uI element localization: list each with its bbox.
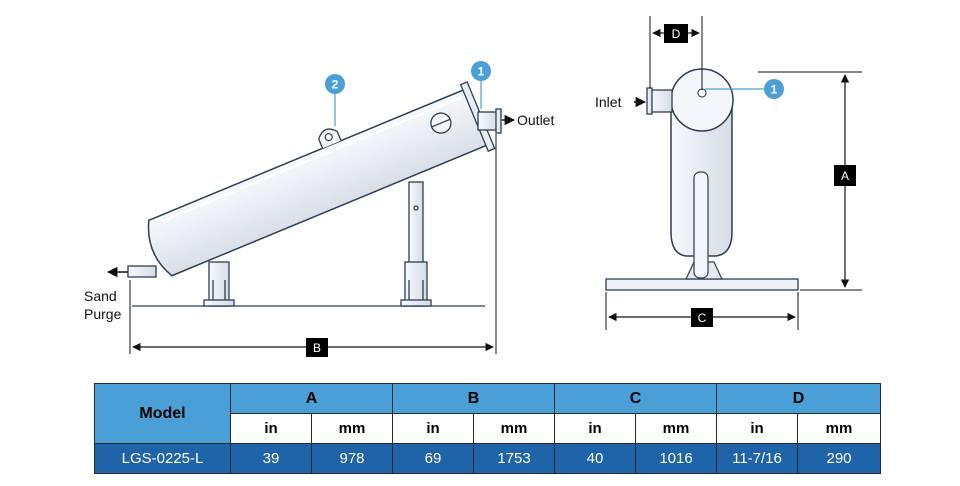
right-support-leg: [400, 181, 432, 307]
base-plate: [605, 278, 799, 291]
callout-1-side: 1: [471, 61, 491, 109]
table-row: LGS-0225-L 39 978 69 1753 40 1016 11-7/1…: [94, 443, 881, 474]
value-cell: 290: [797, 443, 881, 474]
separator-drawing: Outlet Sand Purge 1 2 B: [84, 16, 862, 357]
table-header-row: Model A B C D: [94, 383, 881, 444]
group-header-b: B: [392, 383, 555, 414]
svg-text:B: B: [313, 341, 321, 355]
value-cell: 11-7/16: [716, 443, 798, 474]
table-units-row: in mm in mm in mm in mm: [95, 413, 881, 444]
svg-text:1: 1: [771, 83, 778, 97]
svg-text:D: D: [672, 27, 681, 41]
group-header-c: C: [554, 383, 717, 414]
callout-2-lug: 2: [325, 74, 345, 126]
side-view: Outlet Sand Purge 1 2 B: [84, 61, 554, 357]
value-cell: 69: [392, 443, 474, 474]
model-cell: LGS-0225-L: [94, 443, 231, 474]
left-support-leg: [203, 261, 235, 307]
value-cell: 978: [311, 443, 393, 474]
unit-cell: in: [716, 413, 798, 444]
sand-purge-label: Sand Purge: [84, 288, 122, 322]
group-header-a: A: [230, 383, 393, 414]
value-cell: 1016: [635, 443, 717, 474]
unit-cell: mm: [473, 413, 555, 444]
group-header-d: D: [716, 383, 881, 414]
callout-1-front: 1: [705, 79, 784, 99]
svg-text:1: 1: [478, 65, 485, 79]
svg-text:C: C: [698, 311, 707, 325]
unit-cell: in: [554, 413, 636, 444]
svg-text:2: 2: [332, 78, 339, 92]
value-cell: 1753: [473, 443, 555, 474]
model-header: Model: [94, 383, 231, 444]
unit-cell: in: [230, 413, 312, 444]
unit-cell: in: [392, 413, 474, 444]
value-cell: 39: [230, 443, 312, 474]
separator-body: [147, 81, 496, 277]
dimension-d: D: [649, 16, 703, 90]
dimension-c: C: [605, 292, 799, 330]
svg-text:A: A: [841, 169, 849, 183]
dimensions-table: Model A B C D in mm in mm in mm in mm LG…: [94, 383, 881, 474]
inlet-label: Inlet: [595, 94, 622, 110]
inlet-nozzle: [646, 87, 673, 115]
unit-cell: mm: [635, 413, 717, 444]
outlet-pipe: [477, 108, 502, 134]
unit-cell: mm: [797, 413, 881, 444]
value-cell: 40: [554, 443, 636, 474]
front-leg: [693, 171, 709, 279]
unit-cell: mm: [311, 413, 393, 444]
sand-purge-pipe: [127, 265, 157, 278]
front-view: Inlet 1 D A C: [595, 16, 862, 330]
outlet-label: Outlet: [517, 112, 554, 128]
dimension-a: A: [758, 71, 862, 291]
dimension-b: B: [129, 134, 497, 357]
